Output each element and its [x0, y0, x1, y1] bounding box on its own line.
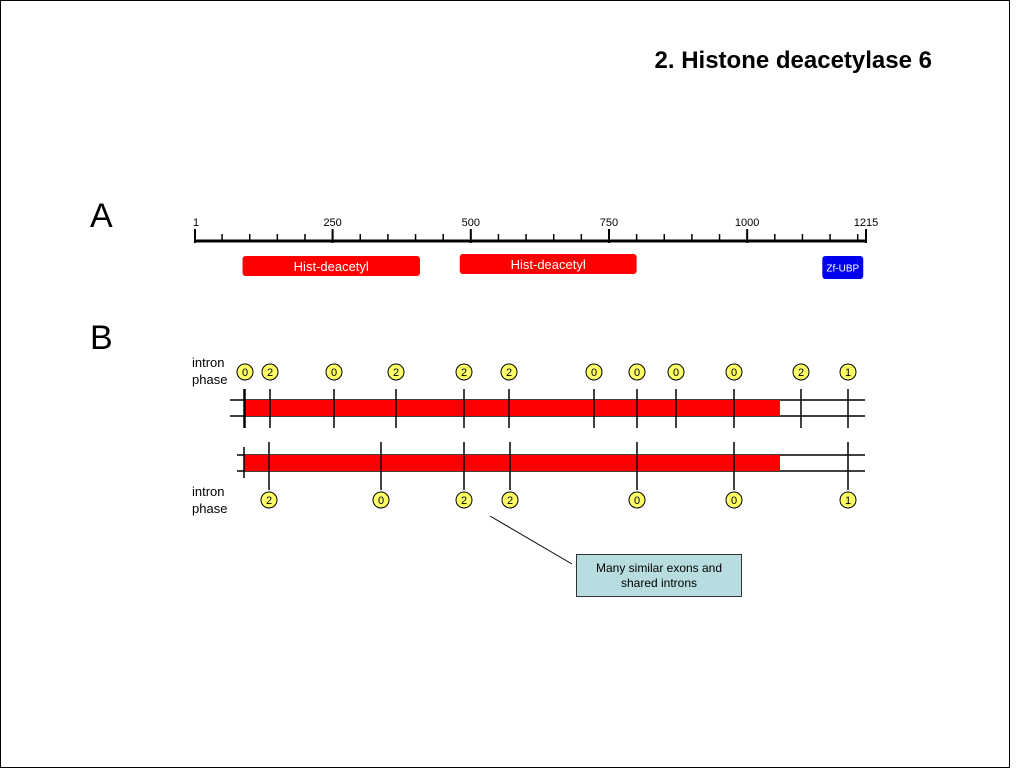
intron-phase-value: 0 — [591, 367, 597, 379]
intron-phase-label-bottom-line1: intron — [192, 484, 225, 499]
ruler-tick-label: 1 — [193, 217, 199, 229]
panel-label-a: A — [90, 197, 113, 235]
intron-phase-value: 2 — [267, 367, 273, 379]
intron-phase-value: 0 — [673, 367, 679, 379]
intron-phase-label-top-line1: intron — [192, 355, 225, 370]
intron-phase-circle — [261, 363, 279, 381]
intron-phase-circle — [725, 363, 743, 381]
intron-phase-circle — [455, 363, 473, 381]
intron-phase-value: 0 — [634, 495, 640, 507]
ruler-tick-label: 1215 — [854, 217, 878, 229]
intron-phase-circle — [325, 363, 343, 381]
intron-phase-circle — [501, 491, 519, 509]
gene-structure-1: 0 2 0 2 2 2 0 0 0 0 2 1 — [230, 363, 865, 428]
intron-phase-value: 1 — [845, 367, 851, 379]
intron-phase-circle — [839, 363, 857, 381]
ruler-tick-label: 250 — [323, 217, 341, 229]
callout-pointer-line — [489, 515, 573, 565]
intron-phase-circle — [236, 363, 254, 381]
intron-phase-value: 2 — [461, 495, 467, 507]
intron-phase-value: 2 — [266, 495, 272, 507]
ruler-tick-label: 1000 — [735, 217, 759, 229]
intron-phase-circle — [628, 491, 646, 509]
intron-phase-label-bottom-line2: phase — [192, 501, 227, 516]
intron-phase-value: 0 — [731, 367, 737, 379]
intron-phase-value: 0 — [242, 367, 248, 379]
intron-phase-circle — [839, 491, 857, 509]
intron-phase-value: 2 — [798, 367, 804, 379]
intron-phase-circle — [667, 363, 685, 381]
intron-phase-circle — [500, 363, 518, 381]
domain-box — [242, 256, 420, 276]
callout-box: Many similar exons and shared introns — [576, 554, 742, 597]
domain-label: Zf-UBP — [826, 264, 859, 275]
page-title: 2. Histone deacetylase 6 — [654, 47, 932, 74]
intron-phase-value: 2 — [507, 495, 513, 507]
intron-phase-circle — [628, 363, 646, 381]
intron-phase-circle — [585, 363, 603, 381]
ruler-tick-label: 750 — [600, 217, 618, 229]
domain-box — [459, 254, 637, 274]
domain-box — [822, 256, 864, 279]
intron-phase-circle — [725, 491, 743, 509]
intron-phase-value: 0 — [731, 495, 737, 507]
intron-phase-circle — [260, 491, 278, 509]
ruler-tick-label: 500 — [462, 217, 480, 229]
intron-phase-value: 1 — [845, 495, 851, 507]
intron-phase-value: 0 — [331, 367, 337, 379]
gene-structure-2: 2 0 2 2 0 0 1 — [237, 442, 865, 509]
protein-ruler: 1 250 500 750 1000 1215 — [193, 217, 878, 243]
callout-text: Many similar exons and shared introns — [595, 560, 723, 590]
intron-phase-value: 0 — [378, 495, 384, 507]
intron-phase-circle — [387, 363, 405, 381]
intron-phase-circle — [792, 363, 810, 381]
domain-label: Hist-deacetyl — [511, 257, 586, 272]
intron-phase-value: 2 — [461, 367, 467, 379]
intron-phase-value: 2 — [393, 367, 399, 379]
intron-phase-circle — [372, 491, 390, 509]
intron-phase-label-top-line2: phase — [192, 372, 227, 387]
intron-phase-circle — [455, 491, 473, 509]
coding-region — [244, 400, 780, 416]
domain-label: Hist-deacetyl — [294, 259, 369, 274]
intron-phase-value: 0 — [634, 367, 640, 379]
protein-domains: Hist-deacetyl Hist-deacetyl Zf-UBP — [242, 254, 864, 279]
panel-label-b: B — [90, 319, 113, 357]
intron-phase-value: 2 — [506, 367, 512, 379]
coding-region — [244, 455, 780, 471]
